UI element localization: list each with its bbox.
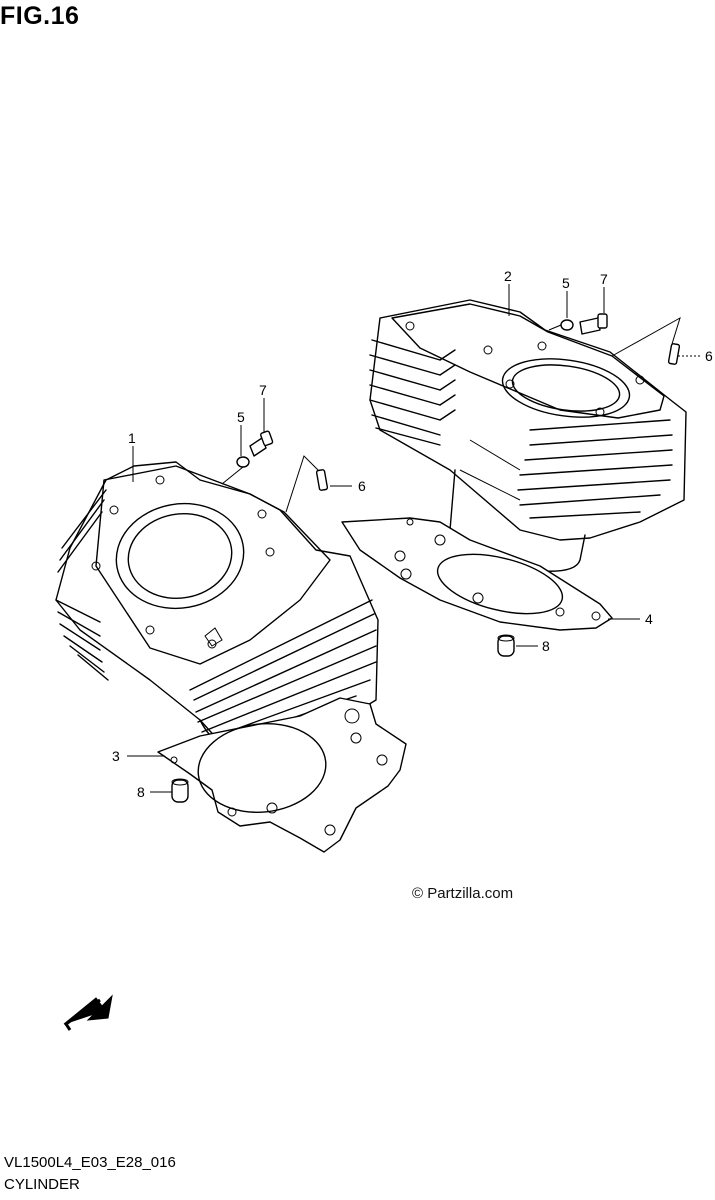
bolt-front[interactable] — [249, 430, 274, 457]
partzilla-watermark: © Partzilla.com — [412, 885, 513, 902]
stud-rear[interactable] — [667, 343, 681, 365]
callout-labels: 1 2 3 4 5 5 6 6 7 7 8 8 — [112, 268, 713, 800]
gasket-rear[interactable] — [341, 517, 613, 631]
callout-5-rear: 5 — [562, 275, 570, 291]
callout-7-front: 7 — [259, 382, 267, 398]
section-name: CYLINDER — [4, 1176, 80, 1193]
callout-2: 2 — [504, 268, 512, 284]
gasket-front[interactable] — [157, 697, 407, 853]
washer-rear[interactable] — [560, 319, 574, 331]
stud-front[interactable] — [315, 469, 329, 491]
callout-8-rear: 8 — [542, 638, 550, 654]
bolt-rear[interactable] — [579, 313, 608, 335]
cylinder-rear[interactable] — [369, 299, 687, 572]
cylinder-front[interactable] — [55, 461, 379, 758]
callout-6-rear: 6 — [705, 348, 713, 364]
leader-lines — [127, 284, 702, 793]
washer-front[interactable] — [236, 456, 250, 468]
callout-6-front: 6 — [358, 478, 366, 494]
fwd-arrow-icon — [63, 994, 113, 1031]
callout-5-front: 5 — [237, 409, 245, 425]
figure-title: FIG.16 — [0, 2, 80, 30]
model-code: VL1500L4_E03_E28_016 — [4, 1154, 176, 1171]
callout-4: 4 — [645, 611, 653, 627]
callout-7-rear: 7 — [600, 271, 608, 287]
callout-8-front: 8 — [137, 784, 145, 800]
dowel-rear[interactable] — [497, 634, 515, 657]
callout-3: 3 — [112, 748, 120, 764]
callout-1: 1 — [128, 430, 136, 446]
dowel-front[interactable] — [171, 778, 189, 803]
